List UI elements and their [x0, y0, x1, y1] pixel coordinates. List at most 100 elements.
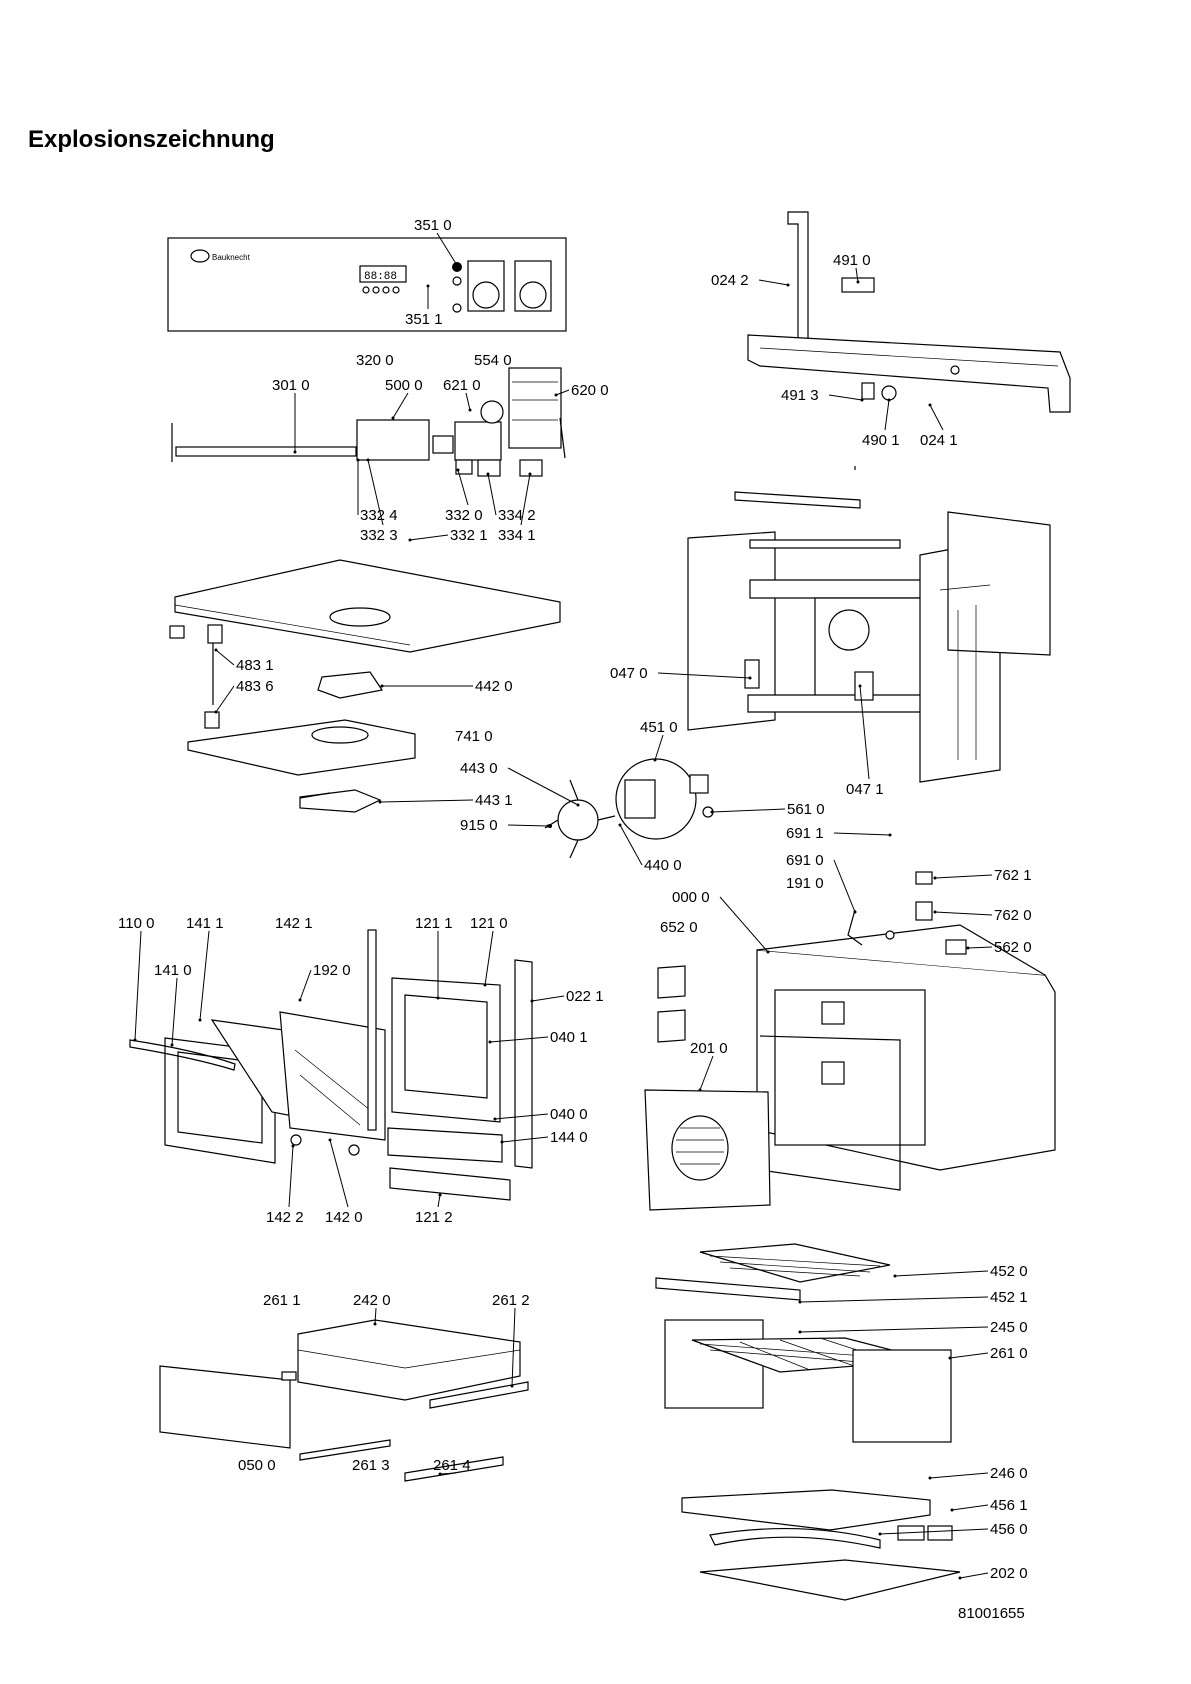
- leader-tip-047-0: [748, 676, 752, 680]
- leader-621-0: [465, 392, 471, 411]
- callout-451-0: 451 0: [640, 719, 678, 736]
- leader-tip-351-0: [456, 265, 460, 269]
- callout-554-0: 554 0: [474, 352, 512, 369]
- leader-561-0: [711, 808, 786, 813]
- callout-192-0: 192 0: [313, 962, 351, 979]
- leader-110-0: [134, 930, 142, 1041]
- leader-tip-491-3: [860, 398, 864, 402]
- leader-490-1: [884, 399, 890, 431]
- leader-tip-121-0: [483, 983, 487, 987]
- callout-246-0: 246 0: [990, 1465, 1028, 1482]
- leader-tip-142-0: [328, 1138, 332, 1142]
- leader-tip-561-0: [710, 810, 714, 814]
- callout-332-0: 332 0: [445, 507, 483, 524]
- callout-442-0: 442 0: [475, 678, 513, 695]
- callout-022-1: 022 1: [566, 988, 604, 1005]
- leader-tip-691-1: [888, 833, 892, 837]
- leader-tip-201-0: [698, 1088, 702, 1092]
- callout-050-0: 050 0: [238, 1457, 276, 1474]
- leader-tip-332-0: [456, 468, 460, 472]
- leader-142-0: [329, 1139, 349, 1208]
- leader-762-0: [934, 911, 993, 916]
- leader-443-1: [379, 799, 474, 803]
- racks-and-trays: [655, 1243, 961, 1601]
- leader-tip-762-1: [933, 876, 937, 880]
- leader-tip-762-0: [933, 910, 937, 914]
- leader-tip-440-0: [618, 823, 622, 827]
- callout-242-0: 242 0: [353, 1292, 391, 1309]
- leader-tip-443-0: [576, 803, 580, 807]
- leader-tip-443-1: [378, 800, 382, 804]
- callout-762-1: 762 1: [994, 867, 1032, 884]
- leader-tip-620-0: [554, 393, 558, 397]
- leader-tip-246-0: [928, 1476, 932, 1480]
- callout-332-4: 332 4: [360, 507, 398, 524]
- leader-tip-110-0: [133, 1038, 137, 1042]
- leader-tip-040-1: [488, 1040, 492, 1044]
- leader-141-0: [171, 977, 178, 1046]
- leader-tip-000-0: [766, 950, 770, 954]
- leader-tip-024-2: [786, 283, 790, 287]
- callout-142-1: 142 1: [275, 915, 313, 932]
- leader-121-0: [484, 930, 494, 986]
- leader-tip-491-0: [856, 280, 860, 284]
- callout-144-0: 144 0: [550, 1129, 588, 1146]
- callout-191-0: 191 0: [786, 875, 824, 892]
- callout-040-1: 040 1: [550, 1029, 588, 1046]
- leader-tip-452-1: [798, 1300, 802, 1304]
- leader-762-1: [934, 874, 993, 879]
- leader-tip-351-1: [426, 284, 430, 288]
- leader-047-0: [657, 672, 751, 679]
- leader-443-0: [507, 767, 579, 806]
- callout-110-0: 110 0: [118, 915, 154, 932]
- leader-tip-621-0: [468, 408, 472, 412]
- callout-141-1: 141 1: [186, 915, 224, 932]
- leader-tip-141-1: [198, 1018, 202, 1022]
- callout-047-1: 047 1: [846, 781, 884, 798]
- leader-tip-024-1: [928, 403, 932, 407]
- callout-121-1: 121 1: [415, 915, 453, 932]
- leader-201-0: [699, 1055, 714, 1091]
- leader-451-0: [654, 734, 664, 761]
- storage-drawer: [159, 1319, 529, 1482]
- leader-440-0: [619, 824, 643, 866]
- callout-024-2: 024 2: [711, 272, 749, 289]
- leader-620-0: [555, 389, 570, 396]
- leader-483-1: [215, 649, 235, 666]
- callout-121-0: 121 0: [470, 915, 508, 932]
- leader-tip-242-0: [373, 1322, 377, 1326]
- callout-332-1: 332 1: [450, 527, 488, 544]
- leader-261-4: [439, 1472, 457, 1475]
- callout-620-0: 620 0: [571, 382, 609, 399]
- leader-tip-456-0: [878, 1532, 882, 1536]
- leader-022-1: [531, 995, 565, 1002]
- leader-tip-332-4: [356, 458, 360, 462]
- leader-691-0: [833, 859, 856, 913]
- leader-332-1: [409, 534, 449, 541]
- leader-456-0: [879, 1528, 989, 1535]
- callout-024-1: 024 1: [920, 432, 958, 449]
- callout-332-3: 332 3: [360, 527, 398, 544]
- leader-691-1: [833, 832, 891, 836]
- callout-141-0: 141 0: [154, 962, 192, 979]
- leader-024-1: [929, 404, 944, 431]
- leader-tip-490-1: [887, 398, 891, 402]
- leader-192-0: [299, 969, 312, 1001]
- top-frame: [747, 211, 1071, 470]
- callout-261-1: 261 1: [263, 1292, 301, 1309]
- callout-915-0: 915 0: [460, 817, 498, 834]
- callout-443-0: 443 0: [460, 760, 498, 777]
- leader-332-3: [367, 459, 384, 526]
- document-number: 81001655: [958, 1605, 1025, 1622]
- oven-cavity: [644, 871, 1056, 1211]
- callout-320-0: 320 0: [356, 352, 394, 369]
- callout-652-0: 652 0: [660, 919, 698, 936]
- callout-621-0: 621 0: [443, 377, 481, 394]
- callout-000-0: 000 0: [672, 889, 710, 906]
- callout-261-0: 261 0: [990, 1345, 1028, 1362]
- callout-261-3: 261 3: [352, 1457, 390, 1474]
- leader-tip-301-0: [293, 450, 297, 454]
- callout-301-0: 301 0: [272, 377, 310, 394]
